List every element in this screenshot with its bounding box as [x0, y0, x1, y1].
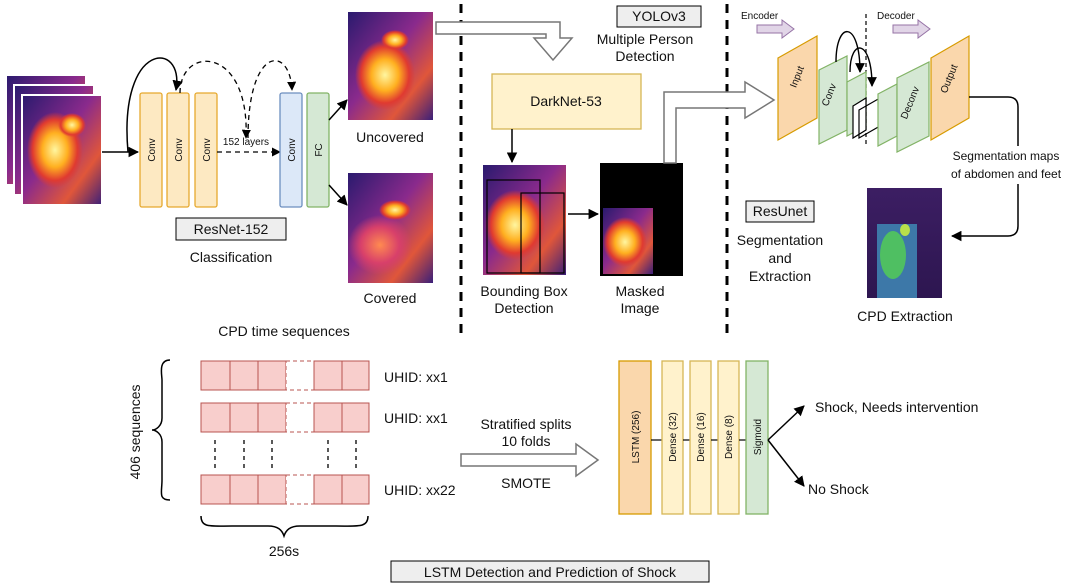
darknet-label: DarkNet-53 — [530, 93, 602, 109]
seg-maps-caption-2: of abdomen and feet — [951, 167, 1062, 181]
sequence-length-label: 256s — [269, 543, 299, 559]
yolo-tag-text: YOLOv3 — [632, 8, 686, 24]
resunet-caption-1: Segmentation — [737, 232, 823, 248]
sequence-row-2-id: UHID: xx1 — [384, 410, 448, 426]
unet-skip-arc-1 — [835, 30, 865, 73]
hollow-arrow-to-lstm — [460, 442, 600, 478]
sequences-brace — [151, 359, 171, 501]
masked-caption-1: Masked — [615, 283, 664, 299]
uncovered-thermal-image — [348, 12, 433, 120]
dense-8-layer: Dense (8) — [717, 360, 740, 515]
arrow-to-shock — [767, 405, 805, 441]
sequence-ellipsis-dashes — [214, 440, 357, 468]
covered-thermal-image — [348, 173, 433, 283]
uncovered-label: Uncovered — [356, 129, 424, 145]
yolo-caption-2: Detection — [615, 48, 674, 64]
masked-image — [600, 163, 683, 276]
arrow-to-covered — [328, 184, 348, 206]
unet-skip-arc-2 — [849, 47, 877, 87]
lstm-layer-label: LSTM (256) — [631, 411, 642, 464]
sequences-count-label: 406 sequences — [127, 385, 143, 480]
split-caption-1: Stratified splits — [480, 416, 571, 432]
thermal-input-stack — [5, 74, 103, 206]
resunet-caption-2: and — [768, 250, 791, 266]
encoder-arrow — [756, 19, 795, 39]
yolo-tag: YOLOv3 — [616, 5, 702, 28]
dense-32-layer: Dense (32) — [661, 360, 684, 515]
conv-1-label: Conv — [147, 138, 158, 161]
resnet-conv-3: Conv — [194, 92, 218, 208]
resunet-output-block: Output — [930, 34, 970, 142]
length-brace — [200, 515, 369, 539]
dense-8-label: Dense (8) — [724, 415, 735, 459]
arrow-to-noshock — [767, 439, 805, 487]
resunet-input-block: Input — [777, 34, 818, 142]
dense-16-label: Dense (16) — [696, 412, 707, 461]
sigmoid-label: Sigmoid — [753, 419, 764, 455]
masked-caption-2: Image — [621, 300, 660, 316]
noshock-output-label: No Shock — [808, 481, 870, 497]
bbox-thermal-image — [483, 165, 566, 275]
yolo-caption-1: Multiple Person — [597, 31, 694, 47]
decoder-arrow — [892, 19, 931, 39]
sequence-row-2 — [200, 402, 370, 433]
resnet-tag: ResNet-152 — [175, 217, 287, 241]
resnet-conv-2: Conv — [166, 92, 190, 208]
dense-16-layer: Dense (16) — [689, 360, 712, 515]
conv-4-label: Conv — [287, 138, 298, 161]
lstm-layer: LSTM (256) — [618, 360, 652, 515]
skip-arc-2 — [179, 60, 251, 139]
covered-label: Covered — [364, 290, 417, 306]
sigmoid-layer: Sigmoid — [745, 360, 769, 515]
arrow-to-uncovered — [328, 99, 348, 121]
skip-arc-3 — [247, 60, 297, 139]
resunet-tag: ResUnet — [745, 200, 815, 223]
resnet-tag-text: ResNet-152 — [194, 221, 269, 237]
shock-output-label: Shock, Needs intervention — [815, 399, 978, 415]
lstm-tag-text: LSTM Detection and Prediction of Shock — [424, 564, 677, 580]
seg-maps-caption-1: Segmentation maps — [953, 149, 1060, 163]
resnet-conv-1: Conv — [139, 92, 163, 208]
sequence-row-3-id: UHID: xx22 — [384, 482, 456, 498]
bbox-caption-1: Bounding Box — [480, 283, 567, 299]
cpd-extraction-caption: CPD Extraction — [857, 308, 953, 324]
resunet-skip-box — [852, 96, 881, 140]
layers-count-label: 152 layers — [223, 137, 269, 148]
seg-maps-label-bg — [938, 146, 1072, 184]
cpd-sequences-title: CPD time sequences — [218, 323, 350, 339]
hollow-arrow-to-resunet — [663, 80, 776, 164]
sequence-row-1-id: UHID: xx1 — [384, 369, 448, 385]
conv-2-label: Conv — [174, 138, 185, 161]
hollow-arrow-to-darknet — [435, 21, 574, 62]
cpd-segmentation-image — [867, 188, 942, 298]
dense-32-label: Dense (32) — [668, 412, 679, 461]
split-caption-2: 10 folds — [501, 433, 550, 449]
darknet-block: DarkNet-53 — [491, 73, 642, 130]
resnet-conv-4: Conv — [279, 92, 303, 208]
bbox-caption-2: Detection — [494, 300, 553, 316]
resnet-fc: FC — [306, 92, 330, 208]
smote-caption: SMOTE — [501, 475, 551, 491]
sequence-row-3 — [200, 474, 370, 505]
conv-3-label: Conv — [202, 138, 213, 161]
sequence-row-1 — [200, 360, 370, 391]
encoder-label: Encoder — [741, 11, 779, 22]
resunet-deconv-block: Deconv — [877, 61, 930, 153]
fc-label: FC — [314, 143, 325, 156]
lstm-tag: LSTM Detection and Prediction of Shock — [390, 560, 710, 583]
decoder-label: Decoder — [877, 11, 915, 22]
skip-arc-1 — [126, 57, 183, 153]
classification-caption: Classification — [190, 249, 272, 265]
resunet-caption-3: Extraction — [749, 268, 811, 284]
resunet-tag-text: ResUnet — [753, 203, 808, 219]
